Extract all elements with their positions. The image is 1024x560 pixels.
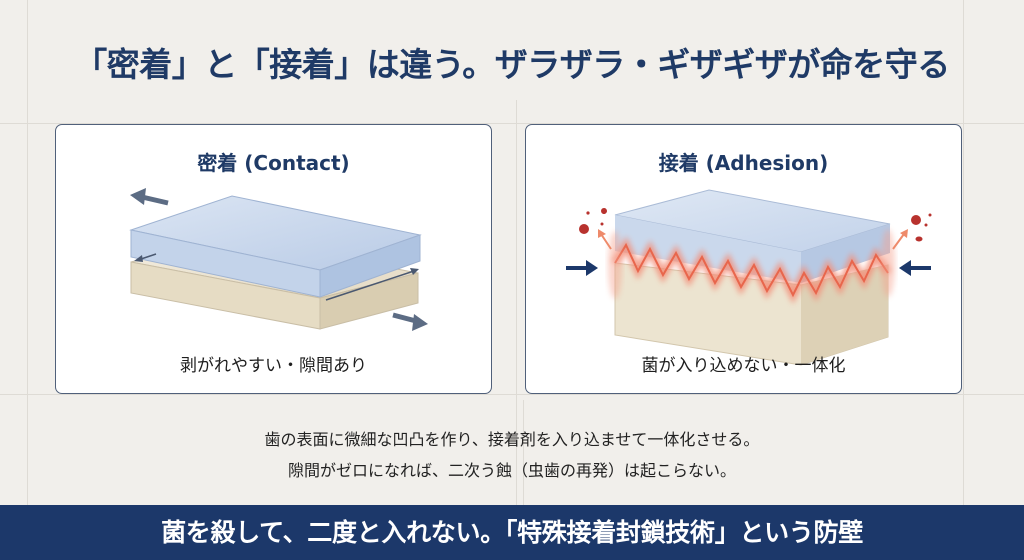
arrow-up-left-icon: [130, 188, 169, 206]
grid-line: [0, 394, 1024, 395]
adhesion-illustration: [566, 189, 932, 366]
description-line-2: 隙間がゼロになれば、二次う蝕（虫歯の再発）は起こらない。: [287, 461, 736, 480]
grid-line: [516, 100, 517, 505]
page-title: 「密着」と「接着」は違う。ザラザラ・ギザギザが命を守る: [74, 45, 950, 84]
contact-panel-title: 密着 (Contact): [197, 151, 350, 175]
bottom-banner: 菌を殺して、二度と入れない。「特殊接着封鎖技術」という防壁: [0, 505, 1024, 560]
bond-interface: [614, 242, 889, 298]
double-arrow-gap-icon: [134, 253, 419, 301]
contact-panel: 密着 (Contact): [55, 124, 492, 394]
adhesion-panel-title: 接着 (Adhesion): [658, 151, 829, 175]
arrow-left-icon: [899, 260, 931, 276]
arrow-down-right-icon: [392, 312, 428, 331]
description-line-1: 歯の表面に微細な凹凸を作り、接着剤を入り込ませて一体化させる。: [264, 430, 760, 449]
contact-panel-caption: 剥がれやすい・隙間あり: [180, 356, 367, 376]
adhesion-panel: 接着 (Adhesion): [525, 124, 962, 394]
arrow-right-icon: [566, 260, 598, 276]
grid-line: [523, 400, 524, 505]
grid-line: [27, 0, 28, 505]
top-layer: [129, 195, 422, 298]
grid-line: [963, 0, 964, 505]
adhesion-panel-caption: 菌が入り込めない・一体化: [641, 356, 846, 376]
bacteria-icon: [579, 208, 932, 250]
contact-illustration: [129, 188, 428, 331]
grid-line: [0, 123, 1024, 124]
